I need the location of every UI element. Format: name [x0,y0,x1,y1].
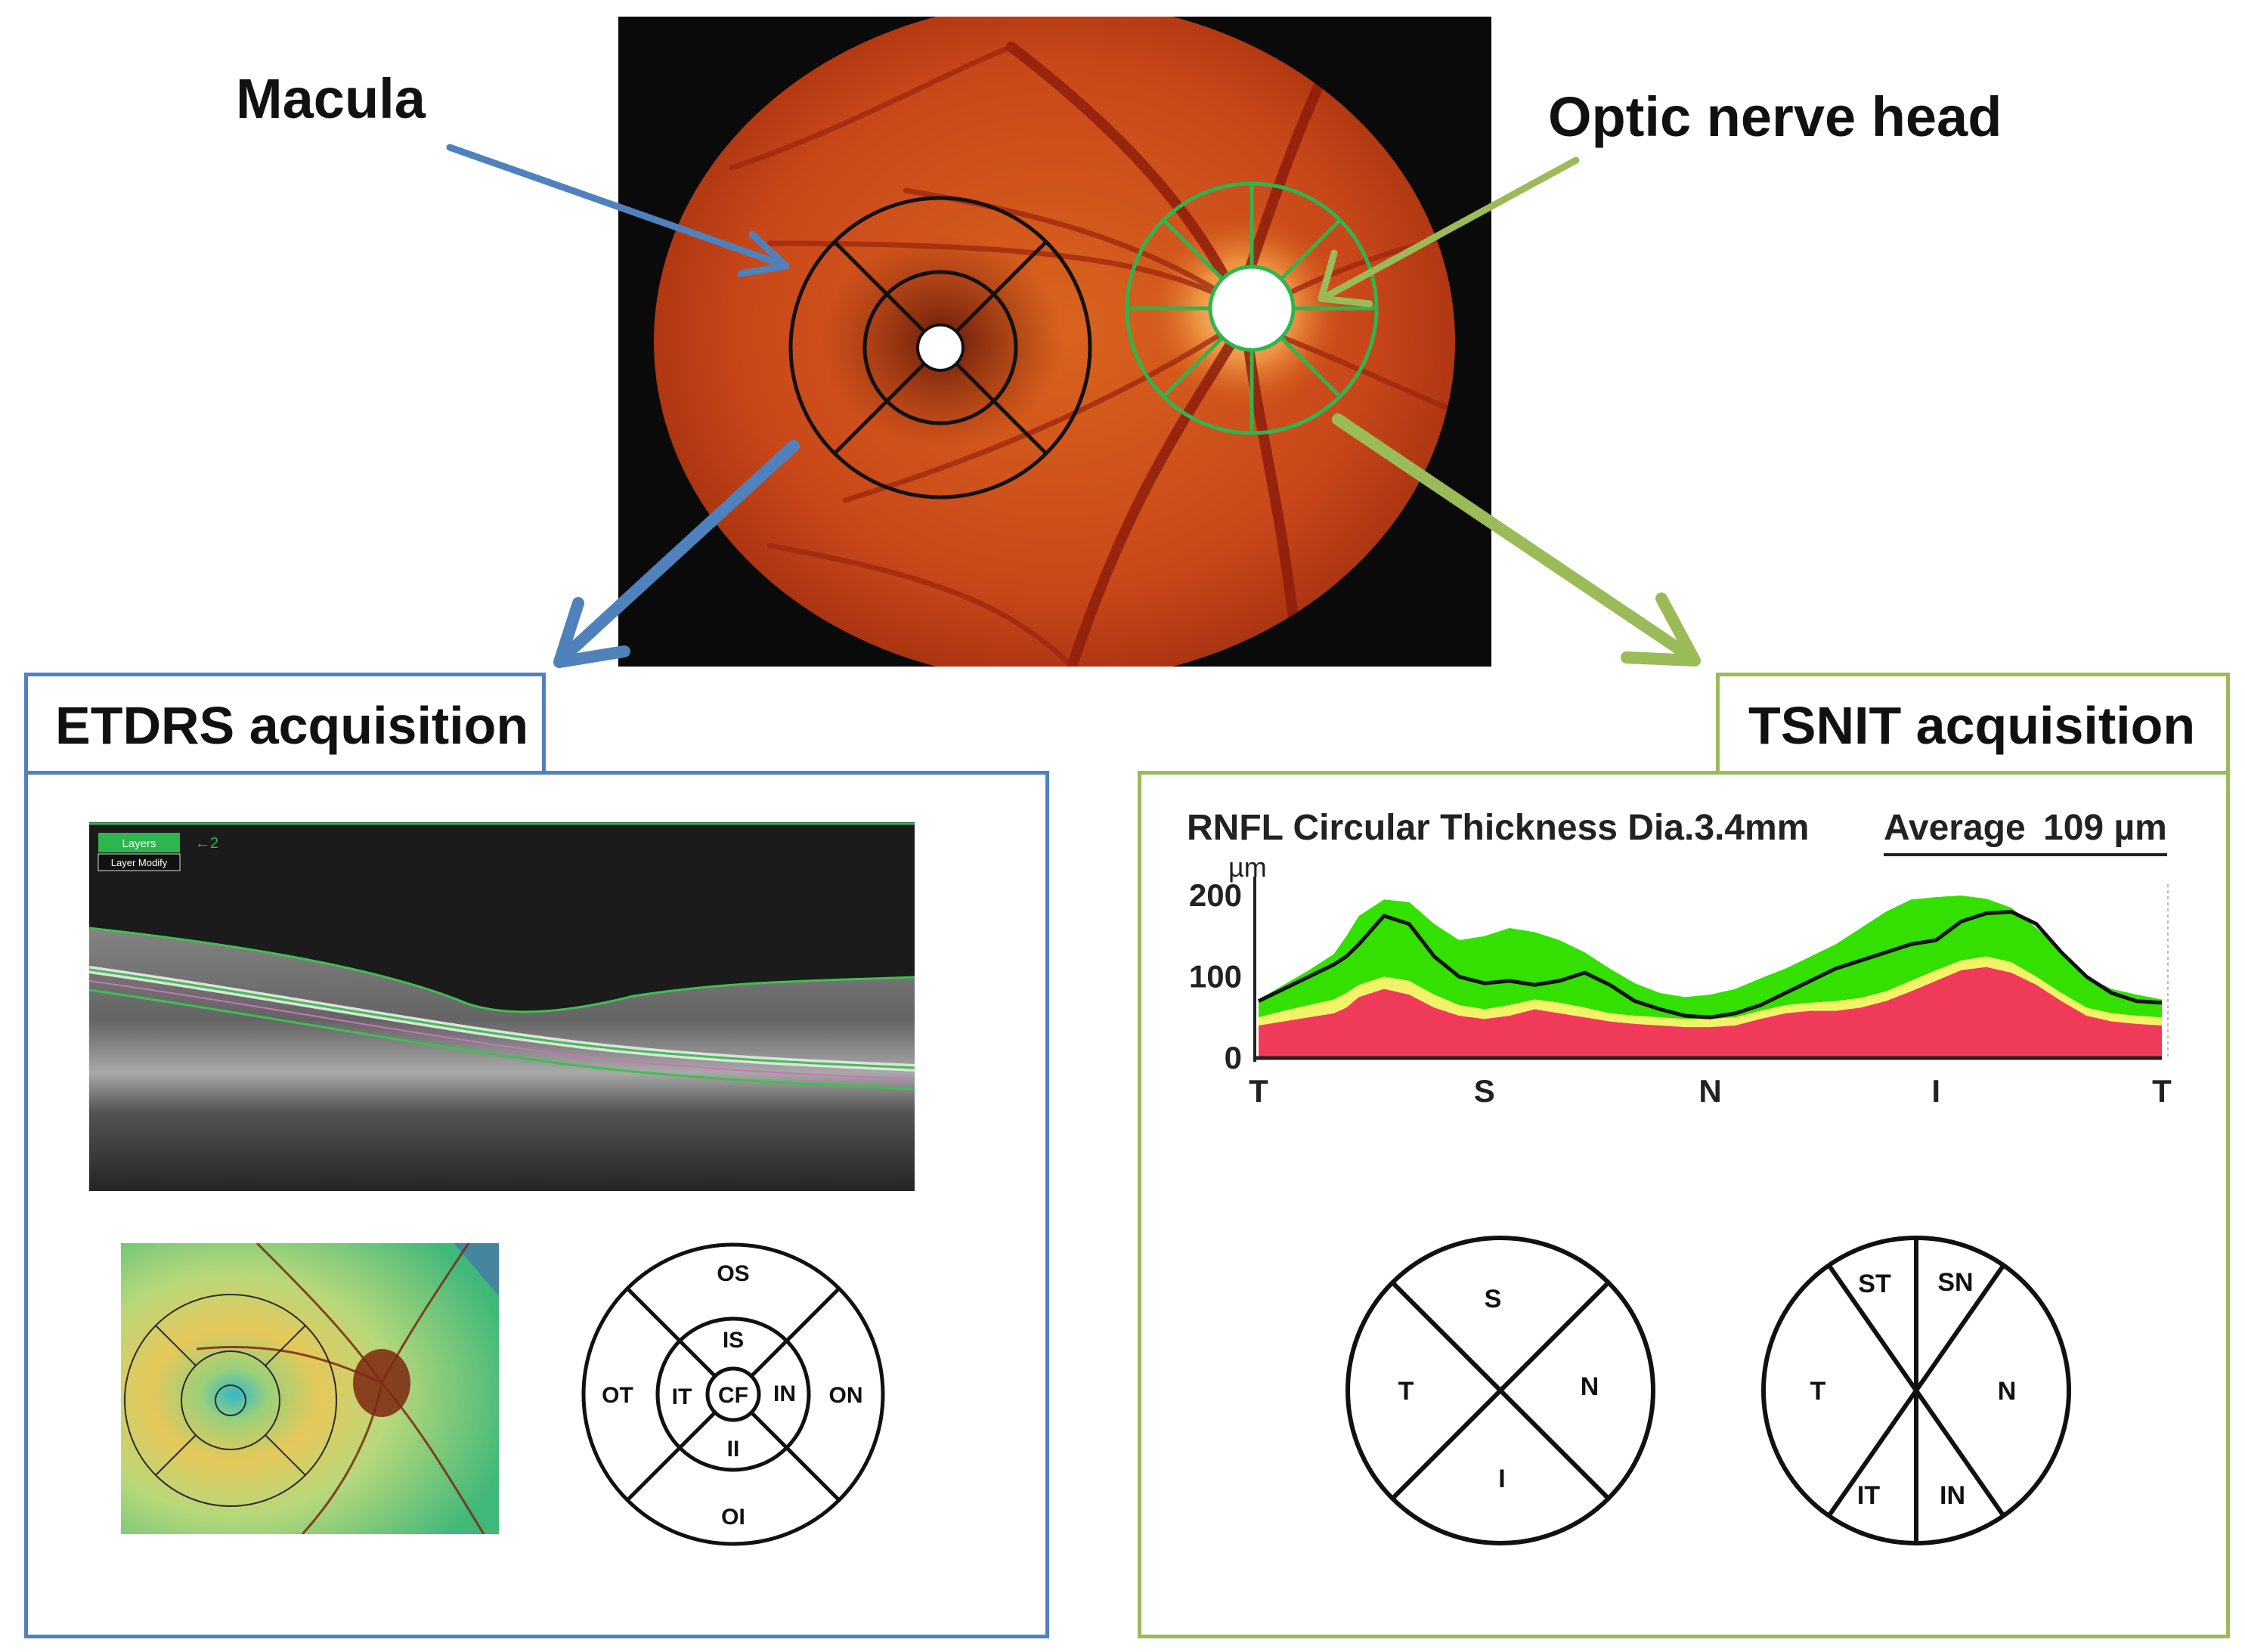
svg-text:Layers: Layers [122,837,156,850]
svg-text:Layer Modify: Layer Modify [111,857,168,868]
onh-sector-grid [1125,181,1379,435]
average-label: Average [1884,808,2026,848]
fundus-photograph [618,17,1491,667]
x-tick-label: T [1249,1073,1268,1109]
y-tick-label: 0 [1225,1040,1242,1075]
tsnit-title: TSNIT acquisition [1748,696,2196,755]
sector-in: IN [1940,1481,1965,1510]
quadrant-t: T [1398,1377,1414,1406]
oct-layer-modify-button[interactable]: Layer Modify [98,853,181,871]
tsnit-panel [1138,771,2230,1638]
rnfl-sector-diagram: ST SN T N IT IN [1761,1236,2071,1545]
etdrs-sector-diagram: OS IS CF II OI OT IT IN ON [581,1242,885,1546]
tsnit-title-tab: TSNIT acquisition [1716,673,2230,771]
rnfl-chart-title: RNFL Circular Thickness Dia.3.4mm [1187,808,1810,848]
quadrant-s: S [1485,1285,1502,1313]
sector-oi: OI [721,1505,745,1530]
sector-in: IN [773,1381,796,1406]
onh-to-tsnit-arrow [1332,413,1698,664]
x-tick-label: N [1698,1073,1721,1109]
normal-range-band [1259,896,2162,1019]
quadrant-n: N [1581,1372,1599,1401]
macula-pointer-arrow [446,144,786,268]
onh-pointer-arrow [1323,156,1580,300]
borderline-range-band [1259,956,2162,1028]
sector-os: OS [717,1261,749,1286]
oct-marker: ←2 [195,835,218,852]
sector-t: T [1810,1377,1826,1406]
y-tick-label: 100 [1189,959,1242,995]
oct-bscan-image: Layers ←2 Layer Modify [89,822,915,1191]
x-tick-label: S [1474,1073,1495,1109]
sector-it: IT [672,1384,692,1409]
sector-ii: II [727,1437,740,1462]
sector-is: IS [723,1328,744,1353]
abnormal-range-band [1259,967,2162,1058]
sector-on: ON [829,1383,863,1408]
macula-label: Macula [236,67,426,130]
etdrs-title: ETDRS acquisition [55,696,529,755]
etdrs-panel [24,771,1049,1638]
sector-ot: OT [602,1383,633,1408]
rnfl-quadrant-diagram: S T N I [1345,1236,1655,1545]
x-tick-label: I [1931,1073,1940,1109]
sector-n: N [1998,1377,2017,1406]
y-unit-label: µm [1228,852,1267,883]
sector-cf: CF [718,1383,748,1408]
sector-it: IT [1857,1481,1880,1510]
macular-thickness-map [121,1243,499,1534]
sector-st: ST [1858,1270,1891,1298]
quadrant-i: I [1498,1465,1505,1493]
macula-to-etdrs-arrow [557,440,800,664]
average-value: 109 µm [2043,808,2167,848]
rnfl-average: Average 109 µm [1884,807,2167,856]
oct-layers-button[interactable]: Layers [98,833,180,852]
y-tick-label: 200 [1189,877,1242,913]
optic-nerve-head-label: Optic nerve head [1548,85,2002,148]
rnfl-thickness-line [1257,910,2163,1019]
etdrs-title-tab: ETDRS acquisition [24,673,546,771]
sector-sn: SN [1937,1268,1973,1297]
x-tick-label: T [2152,1073,2172,1109]
